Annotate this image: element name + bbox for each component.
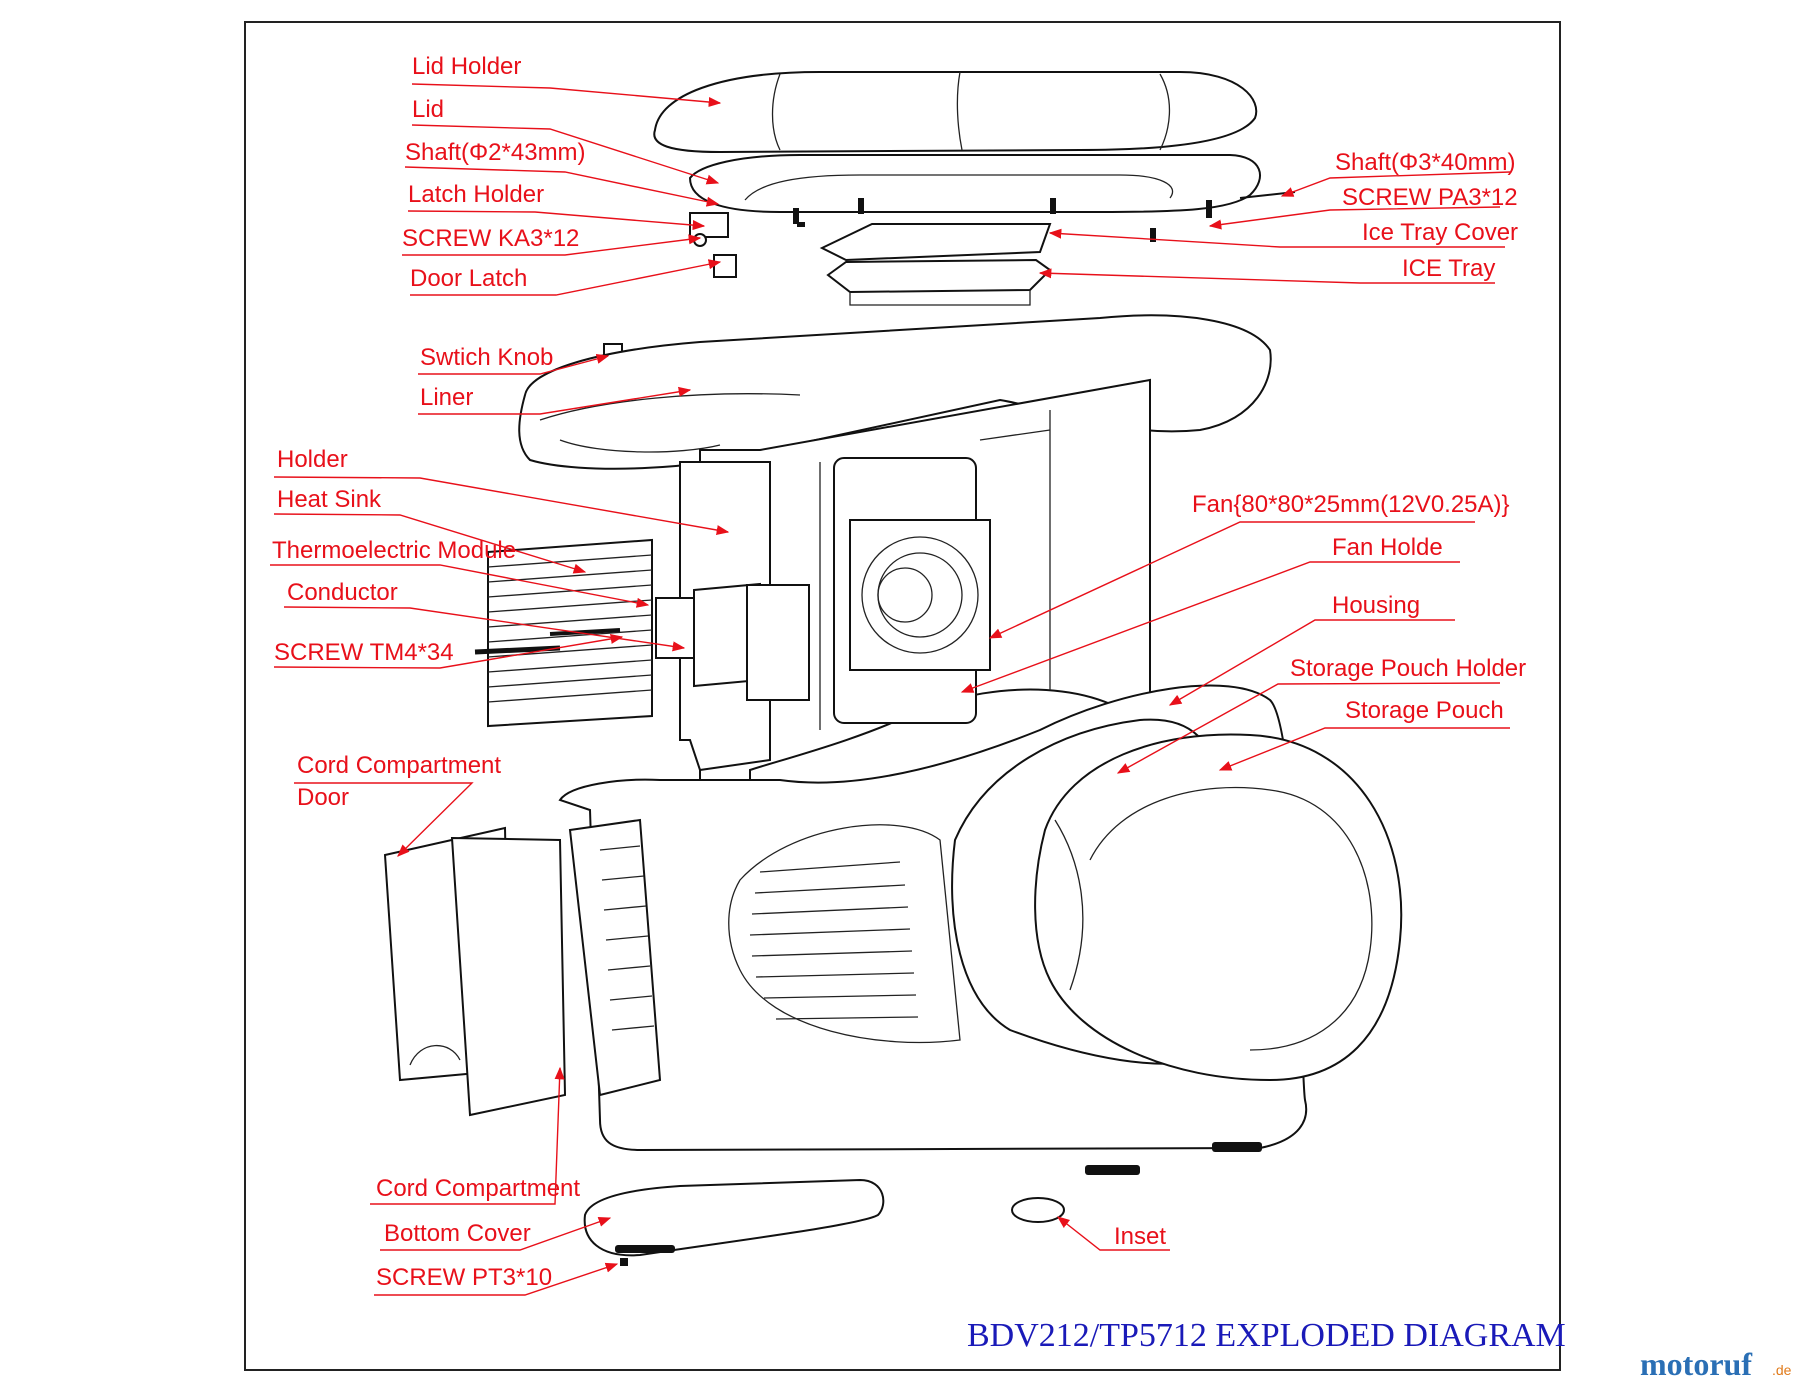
line-art [383,71,1403,1266]
label-ice-tray-cover: Ice Tray Cover [1362,219,1518,246]
liner-part [518,314,1272,470]
label-cord-compartment: Cord Compartment [376,1175,580,1202]
label-screw-tm4-34: SCREW TM4*34 [274,639,454,666]
fan-part [849,519,991,671]
label-latch-holder: Latch Holder [408,181,544,208]
storage-pouch-part [1034,733,1403,1082]
label-screw-pt3-10: SCREW PT3*10 [376,1264,552,1291]
inset-part [1011,1197,1065,1223]
label-heat-sink: Heat Sink [277,486,382,513]
label-shaft-3-40: Shaft(Φ3*40mm) [1335,149,1516,176]
label-switch-knob: Swtich Knob [420,344,553,371]
label-cord-compartment-door-line1: Cord Compartment [297,752,501,779]
label-storage-pouch-holder: Storage Pouch Holder [1290,655,1526,682]
ice-tray-cover-part [819,223,1052,262]
label-screw-ka3-12: SCREW KA3*12 [402,225,579,252]
label-storage-pouch: Storage Pouch [1345,697,1504,724]
label-thermoelectric-module: Thermoelectric Module [272,537,516,564]
label-lid-holder: Lid Holder [412,53,521,80]
watermark-suffix: .de [1772,1362,1792,1378]
watermark-brand: motoruf [1640,1346,1752,1382]
label-ice-tray: ICE Tray [1402,255,1495,282]
watermark-logo: motoruf .de [1640,1346,1792,1382]
bottom-cover-part [583,1178,885,1257]
latch-holder-part [689,212,729,238]
label-inset: Inset [1114,1223,1166,1250]
label-lid: Lid [412,96,444,123]
cord-compartment-part [568,818,662,1097]
label-fan: Fan{80*80*25mm(12V0.25A)} [1192,491,1510,518]
label-liner: Liner [420,384,473,411]
label-bottom-cover: Bottom Cover [384,1220,531,1247]
label-housing: Housing [1332,592,1420,619]
diagram-frame [244,21,1561,1371]
label-door-latch: Door Latch [410,265,527,292]
label-conductor: Conductor [287,579,398,606]
ice-tray-part [826,258,1052,294]
label-cord-compartment-door-line2: Door [297,784,349,811]
lid-holder-part [653,71,1258,154]
label-fan-holde: Fan Holde [1332,534,1443,561]
label-screw-pa3-12: SCREW PA3*12 [1342,184,1518,211]
label-shaft-2-43: Shaft(Φ2*43mm) [405,139,586,166]
diagram-title: BDV212/TP5712 EXPLODED DIAGRAM [967,1317,1566,1354]
leader-lines [270,83,1511,1296]
part-labels: Lid Holder Lid Shaft(Φ2*43mm) Latch Hold… [272,53,1526,1291]
door-latch-part [713,254,737,278]
label-holder: Holder [277,446,348,473]
